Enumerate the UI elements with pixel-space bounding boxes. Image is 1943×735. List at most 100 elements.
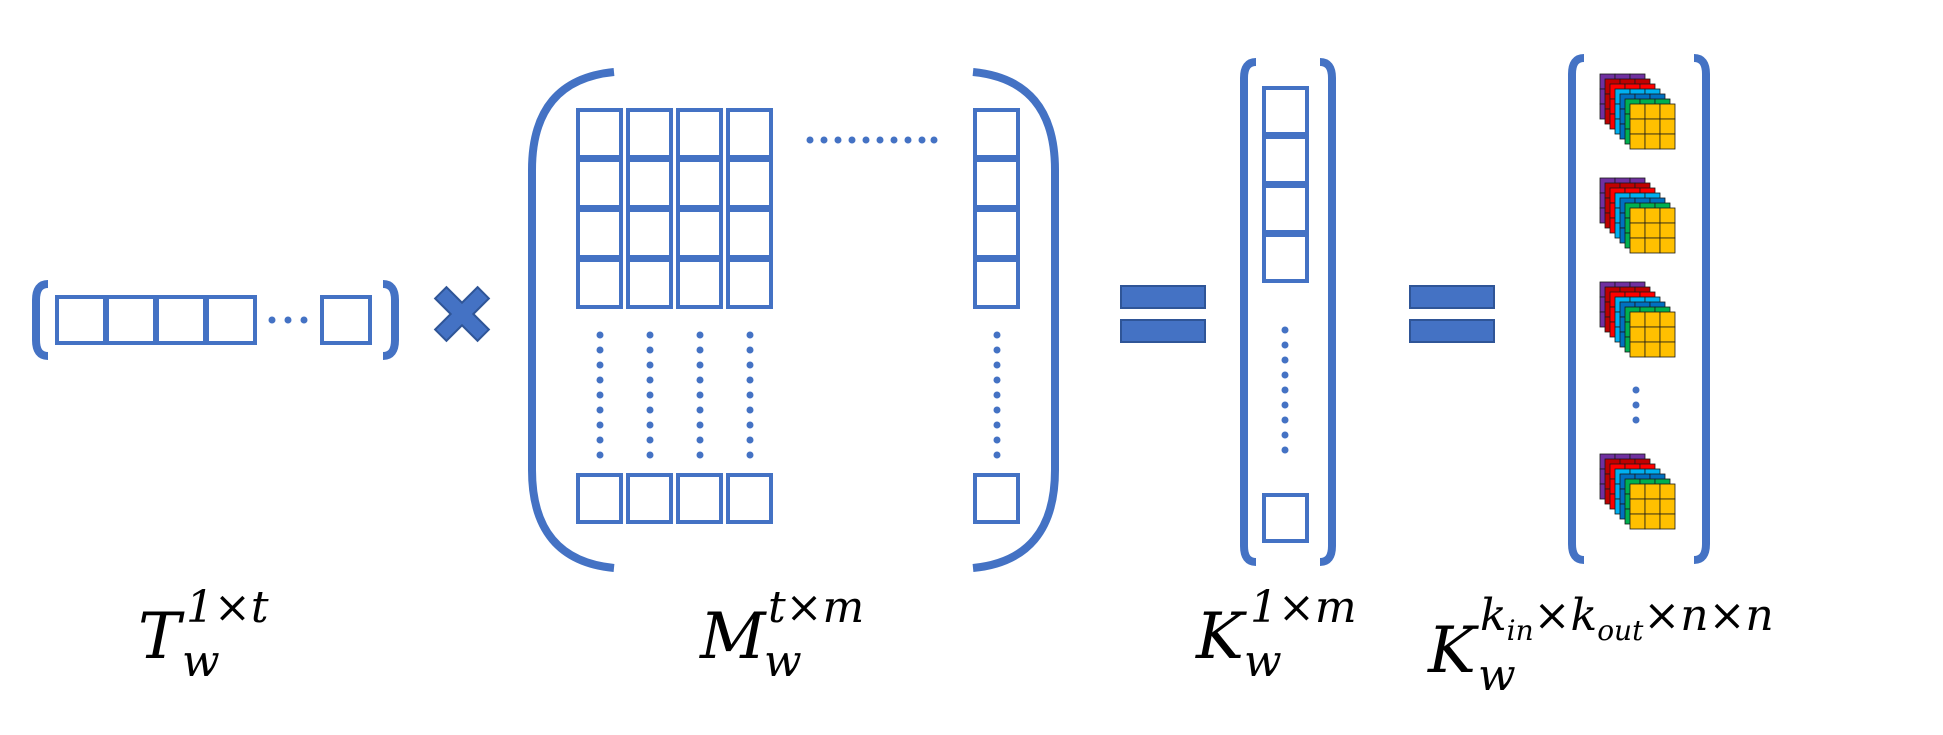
matrix-bottom-row: [576, 473, 1020, 524]
dot: [646, 331, 654, 339]
label-T-sup: 1×t: [186, 582, 269, 633]
vector-cell: [155, 295, 207, 345]
dot: [596, 406, 604, 414]
row-vector-T: [32, 280, 399, 360]
sub-in: in: [1507, 614, 1534, 647]
label-K-base: K: [1195, 600, 1247, 674]
left-bracket: [32, 280, 49, 360]
dot: [646, 421, 654, 429]
ellipsis-vertical: [1281, 326, 1289, 454]
kernel-stacks: [1599, 73, 1676, 530]
vector-cell: [1262, 86, 1309, 136]
right-bracket: [1693, 54, 1710, 564]
label-M-base: M: [699, 600, 767, 674]
label-M-sup: t×m: [768, 582, 864, 633]
kernel-stack: [1599, 453, 1676, 530]
vector-cell: [55, 295, 107, 345]
vector-cell: [320, 295, 372, 345]
ellipsis-horizontal: [268, 316, 308, 324]
label-M: M w t×m: [699, 582, 864, 687]
dot: [646, 376, 654, 384]
dot: [1281, 431, 1289, 439]
vector-cell: [1262, 233, 1309, 283]
dot: [696, 451, 704, 459]
dot: [1281, 326, 1289, 334]
equals-icon: [1120, 285, 1206, 343]
dot: [993, 451, 1001, 459]
dot: [1281, 416, 1289, 424]
label-T-base: T: [138, 600, 185, 674]
dot: [596, 346, 604, 354]
dot: [646, 436, 654, 444]
label-K: K w 1×m: [1195, 582, 1357, 687]
matrix-grid-top: [576, 108, 773, 309]
dot: [696, 421, 704, 429]
dot: [1281, 371, 1289, 379]
dot: [746, 376, 754, 384]
dot: [993, 361, 1001, 369]
dot: [646, 361, 654, 369]
dot: [993, 331, 1001, 339]
dot: [1281, 341, 1289, 349]
dot: [746, 451, 754, 459]
vector-cell: [1262, 493, 1309, 543]
sup-k: k: [1480, 590, 1507, 641]
kernel-stack: [1599, 177, 1676, 254]
sub-out: out: [1597, 614, 1644, 647]
right-bracket: [382, 280, 399, 360]
dot: [993, 346, 1001, 354]
vector-cell: [1262, 135, 1309, 185]
dot: [646, 391, 654, 399]
matrix-last-column-top: [973, 108, 1020, 309]
dot: [596, 436, 604, 444]
right-paren: [972, 68, 1059, 572]
dot: [993, 391, 1001, 399]
dot: [596, 376, 604, 384]
left-paren: [528, 68, 615, 572]
ellipsis-vertical: [1632, 386, 1640, 424]
left-bracket: [1568, 54, 1585, 564]
dot: [696, 376, 704, 384]
dot: [746, 361, 754, 369]
label-T: T w 1×t: [138, 582, 269, 687]
ellipsis-vertical: [596, 331, 1001, 459]
right-bracket: [1319, 58, 1336, 566]
dot: [696, 406, 704, 414]
dot: [1281, 356, 1289, 364]
dot: [746, 436, 754, 444]
vector-cell: [105, 295, 157, 345]
dot: [1281, 446, 1289, 454]
dot: [993, 376, 1001, 384]
left-bracket: [1240, 58, 1257, 566]
label-Kfull-base: K: [1427, 614, 1479, 688]
dot: [1281, 401, 1289, 409]
dot: [746, 406, 754, 414]
dot: [696, 391, 704, 399]
label-Kfull-sup: kin×kout×n×n: [1480, 590, 1774, 647]
dot: [596, 391, 604, 399]
equals-icon: [1409, 285, 1495, 343]
dot: [993, 421, 1001, 429]
vector-cell: [205, 295, 257, 345]
matrix-M: [528, 68, 1059, 572]
kernel-stack: [1599, 73, 1676, 150]
dot: [746, 421, 754, 429]
label-K-full: K w kin×kout×n×n: [1427, 590, 1774, 701]
dot: [596, 421, 604, 429]
vector-cell: [1262, 184, 1309, 234]
dot: [696, 331, 704, 339]
dot: [993, 406, 1001, 414]
dot: [646, 451, 654, 459]
kernel-tensor-column: [1568, 54, 1710, 564]
label-M-sub: w: [764, 636, 802, 687]
dot: [646, 406, 654, 414]
label-K-sup: 1×m: [1250, 582, 1357, 633]
dot: [596, 361, 604, 369]
dot: [696, 436, 704, 444]
sup-times-n: ×n×n: [1643, 590, 1773, 641]
ellipsis-horizontal: [806, 136, 938, 144]
column-vector-K: [1240, 58, 1336, 566]
sup-times-k: ×k: [1534, 590, 1598, 641]
dot: [596, 331, 604, 339]
